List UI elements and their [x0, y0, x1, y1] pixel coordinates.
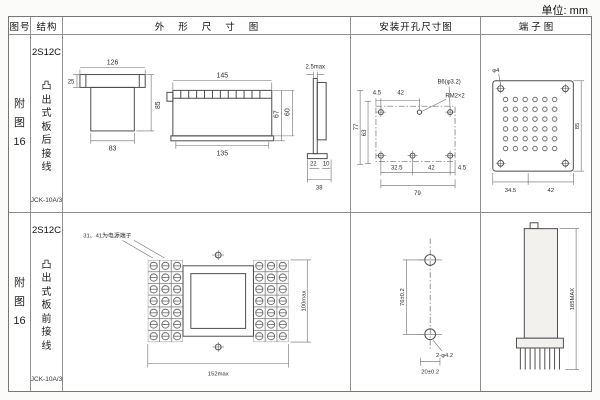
terminal-bank-right	[253, 259, 289, 343]
dim-assembly-height: 100max	[301, 291, 307, 312]
dim-side-top: 145	[217, 73, 229, 80]
figure-cell-row1: 附 图 16	[9, 35, 31, 213]
hole-count-label: 2-φ4.2	[436, 353, 453, 359]
structure-cell-row2: 2S12C 凸 出 式 板 前 接 线 JCK-10A/3	[31, 213, 63, 391]
side-view-dim-lines	[172, 80, 295, 149]
dim-top-a: 4.5	[373, 90, 382, 96]
figure-cell-row2: 附 图 16	[9, 213, 31, 391]
dim-bot-a: 32.5	[391, 165, 403, 171]
outline-cell-row2: 31、41为电源端子 100	[63, 213, 351, 391]
structure-text-row1: 凸 出 式 板 后 接 线	[41, 81, 52, 174]
edge-view-dim-lines	[306, 71, 332, 183]
terminal-bank-left	[147, 259, 184, 343]
note-leader-lines	[122, 240, 165, 259]
header-figure-label: 图号	[9, 21, 31, 33]
dim-left-a: 77	[354, 124, 360, 131]
terminal-drawing-front-wiring: 185MAX	[515, 222, 580, 370]
mounting-dim-lines	[357, 86, 456, 189]
dim-top-b: 42	[397, 90, 404, 96]
dim-edge-b: 10	[323, 162, 330, 168]
dim-side-h2: 60	[285, 108, 292, 116]
relay-side-profile	[515, 222, 564, 349]
dim-assembly-width: 152max	[208, 371, 229, 377]
header-terminal: 端子图	[481, 17, 591, 35]
dim-front-flange: 25	[68, 79, 75, 85]
outline-drawing-rear-wiring: 126 25 83 85	[68, 60, 332, 191]
dim-edge-thickness: 2.5max	[306, 65, 325, 71]
edge-view-shape	[306, 78, 328, 160]
dim-side-bottom: 135	[217, 151, 229, 158]
plate-hole-crosses	[495, 83, 571, 169]
relay-body-outline	[182, 251, 254, 351]
dim-left-b: 63	[362, 129, 368, 136]
dim-plate-bot-a: 34.5	[505, 188, 517, 194]
mounting-drawing-front-wiring: 76±0.2 2-φ4.2 20±0.2	[400, 238, 453, 375]
dim-edge-width: 38	[316, 185, 323, 191]
terminal-dim-lines	[492, 73, 585, 185]
outline-cell-row1: 126 25 83 85	[63, 35, 351, 213]
terminal-cell-row1: φ4 85 34.5 42	[481, 35, 591, 213]
dim-bot-total: 79	[414, 191, 421, 197]
dim-hole-pitch: 76±0.2	[400, 288, 406, 306]
header-outline-label: 外形尺寸图	[154, 21, 273, 33]
header-outline: 外形尺寸图	[63, 17, 351, 35]
mounting-cell-row2: 76±0.2 2-φ4.2 20±0.2	[351, 213, 481, 391]
mounting-holes	[377, 109, 454, 159]
dim-hole-offset: 20±0.2	[421, 369, 439, 375]
figure-no-row1: 附 图 16	[13, 98, 26, 148]
header-figure-no: 图号	[9, 17, 31, 35]
front-view-dim-lines	[73, 67, 155, 144]
mounting-cell-row1: 4.5 42 B6(φ3.2) RM2×2 77 63 32.5 42 4.5 …	[351, 35, 481, 213]
terminal-drawing-rear-wiring: φ4 85 34.5 42	[492, 68, 585, 194]
model-row2: 2S12C	[31, 225, 62, 236]
figure-no-row2: 附 图 16	[13, 276, 26, 327]
dim-edge-a: 22	[310, 162, 317, 168]
outline2-dim-lines	[147, 259, 312, 368]
header-mounting: 安装开孔尺寸图	[351, 17, 481, 35]
front-view-shape	[79, 74, 146, 132]
relay-type-row1: JCK-10A/3	[31, 197, 63, 204]
dim-front-top: 126	[107, 60, 119, 67]
terminal-note: 31、41为电源端子	[83, 231, 131, 239]
drawing-table: 图号 结构 外形尺寸图 安装开孔尺寸图 端子图 附 图 16 2S12C 凸 出…	[8, 16, 592, 392]
hole-spec-label: B6(φ3.2)	[437, 79, 460, 85]
dim-plate-bot-b: 42	[547, 188, 554, 194]
screw-spec-label: RM2×2	[445, 93, 464, 99]
mounting-hole-crosses	[375, 107, 456, 161]
dim-plate-height: 85	[575, 122, 581, 129]
unit-label: 单位: mm	[541, 5, 588, 17]
dim-side-h1: 67	[274, 110, 281, 118]
header-structure: 结构	[31, 17, 63, 35]
terminal2-dim-lines	[559, 228, 580, 370]
dim-front-width: 83	[109, 146, 117, 153]
header-structure-label: 结构	[36, 21, 58, 33]
dim-hole-dia: φ4	[492, 68, 500, 74]
mounting-outline-rect	[375, 105, 456, 162]
mounting2-dim-lines	[402, 259, 443, 366]
outline-drawing-front-wiring: 31、41为电源端子 100	[83, 231, 312, 377]
header-mounting-label: 安装开孔尺寸图	[379, 21, 453, 33]
structure-text-row2: 凸 出 式 板 前 接 线	[41, 259, 52, 352]
terminal-grid	[500, 94, 560, 154]
terminal-plate	[492, 80, 574, 172]
dim-bot-b: 42	[428, 165, 435, 171]
dim-total-height: 185MAX	[570, 288, 576, 311]
model-row1: 2S12C	[31, 47, 62, 58]
side-view-shape	[166, 89, 275, 142]
header-terminal-label: 端子图	[518, 21, 557, 33]
body-hole-crosses	[212, 250, 225, 352]
terminal-studs	[519, 347, 560, 370]
dim-front-height: 85	[155, 101, 162, 109]
mounting-drawing-rear-wiring: 4.5 42 B6(φ3.2) RM2×2 77 63 32.5 42 4.5 …	[354, 79, 467, 197]
relay-type-row2: JCK-10A/3	[31, 376, 63, 383]
structure-cell-row1: 2S12C 凸 出 式 板 后 接 线 JCK-10A/3	[31, 35, 63, 213]
terminal-cell-row2: 185MAX	[481, 213, 591, 391]
dim-bot-c: 4.5	[458, 165, 467, 171]
